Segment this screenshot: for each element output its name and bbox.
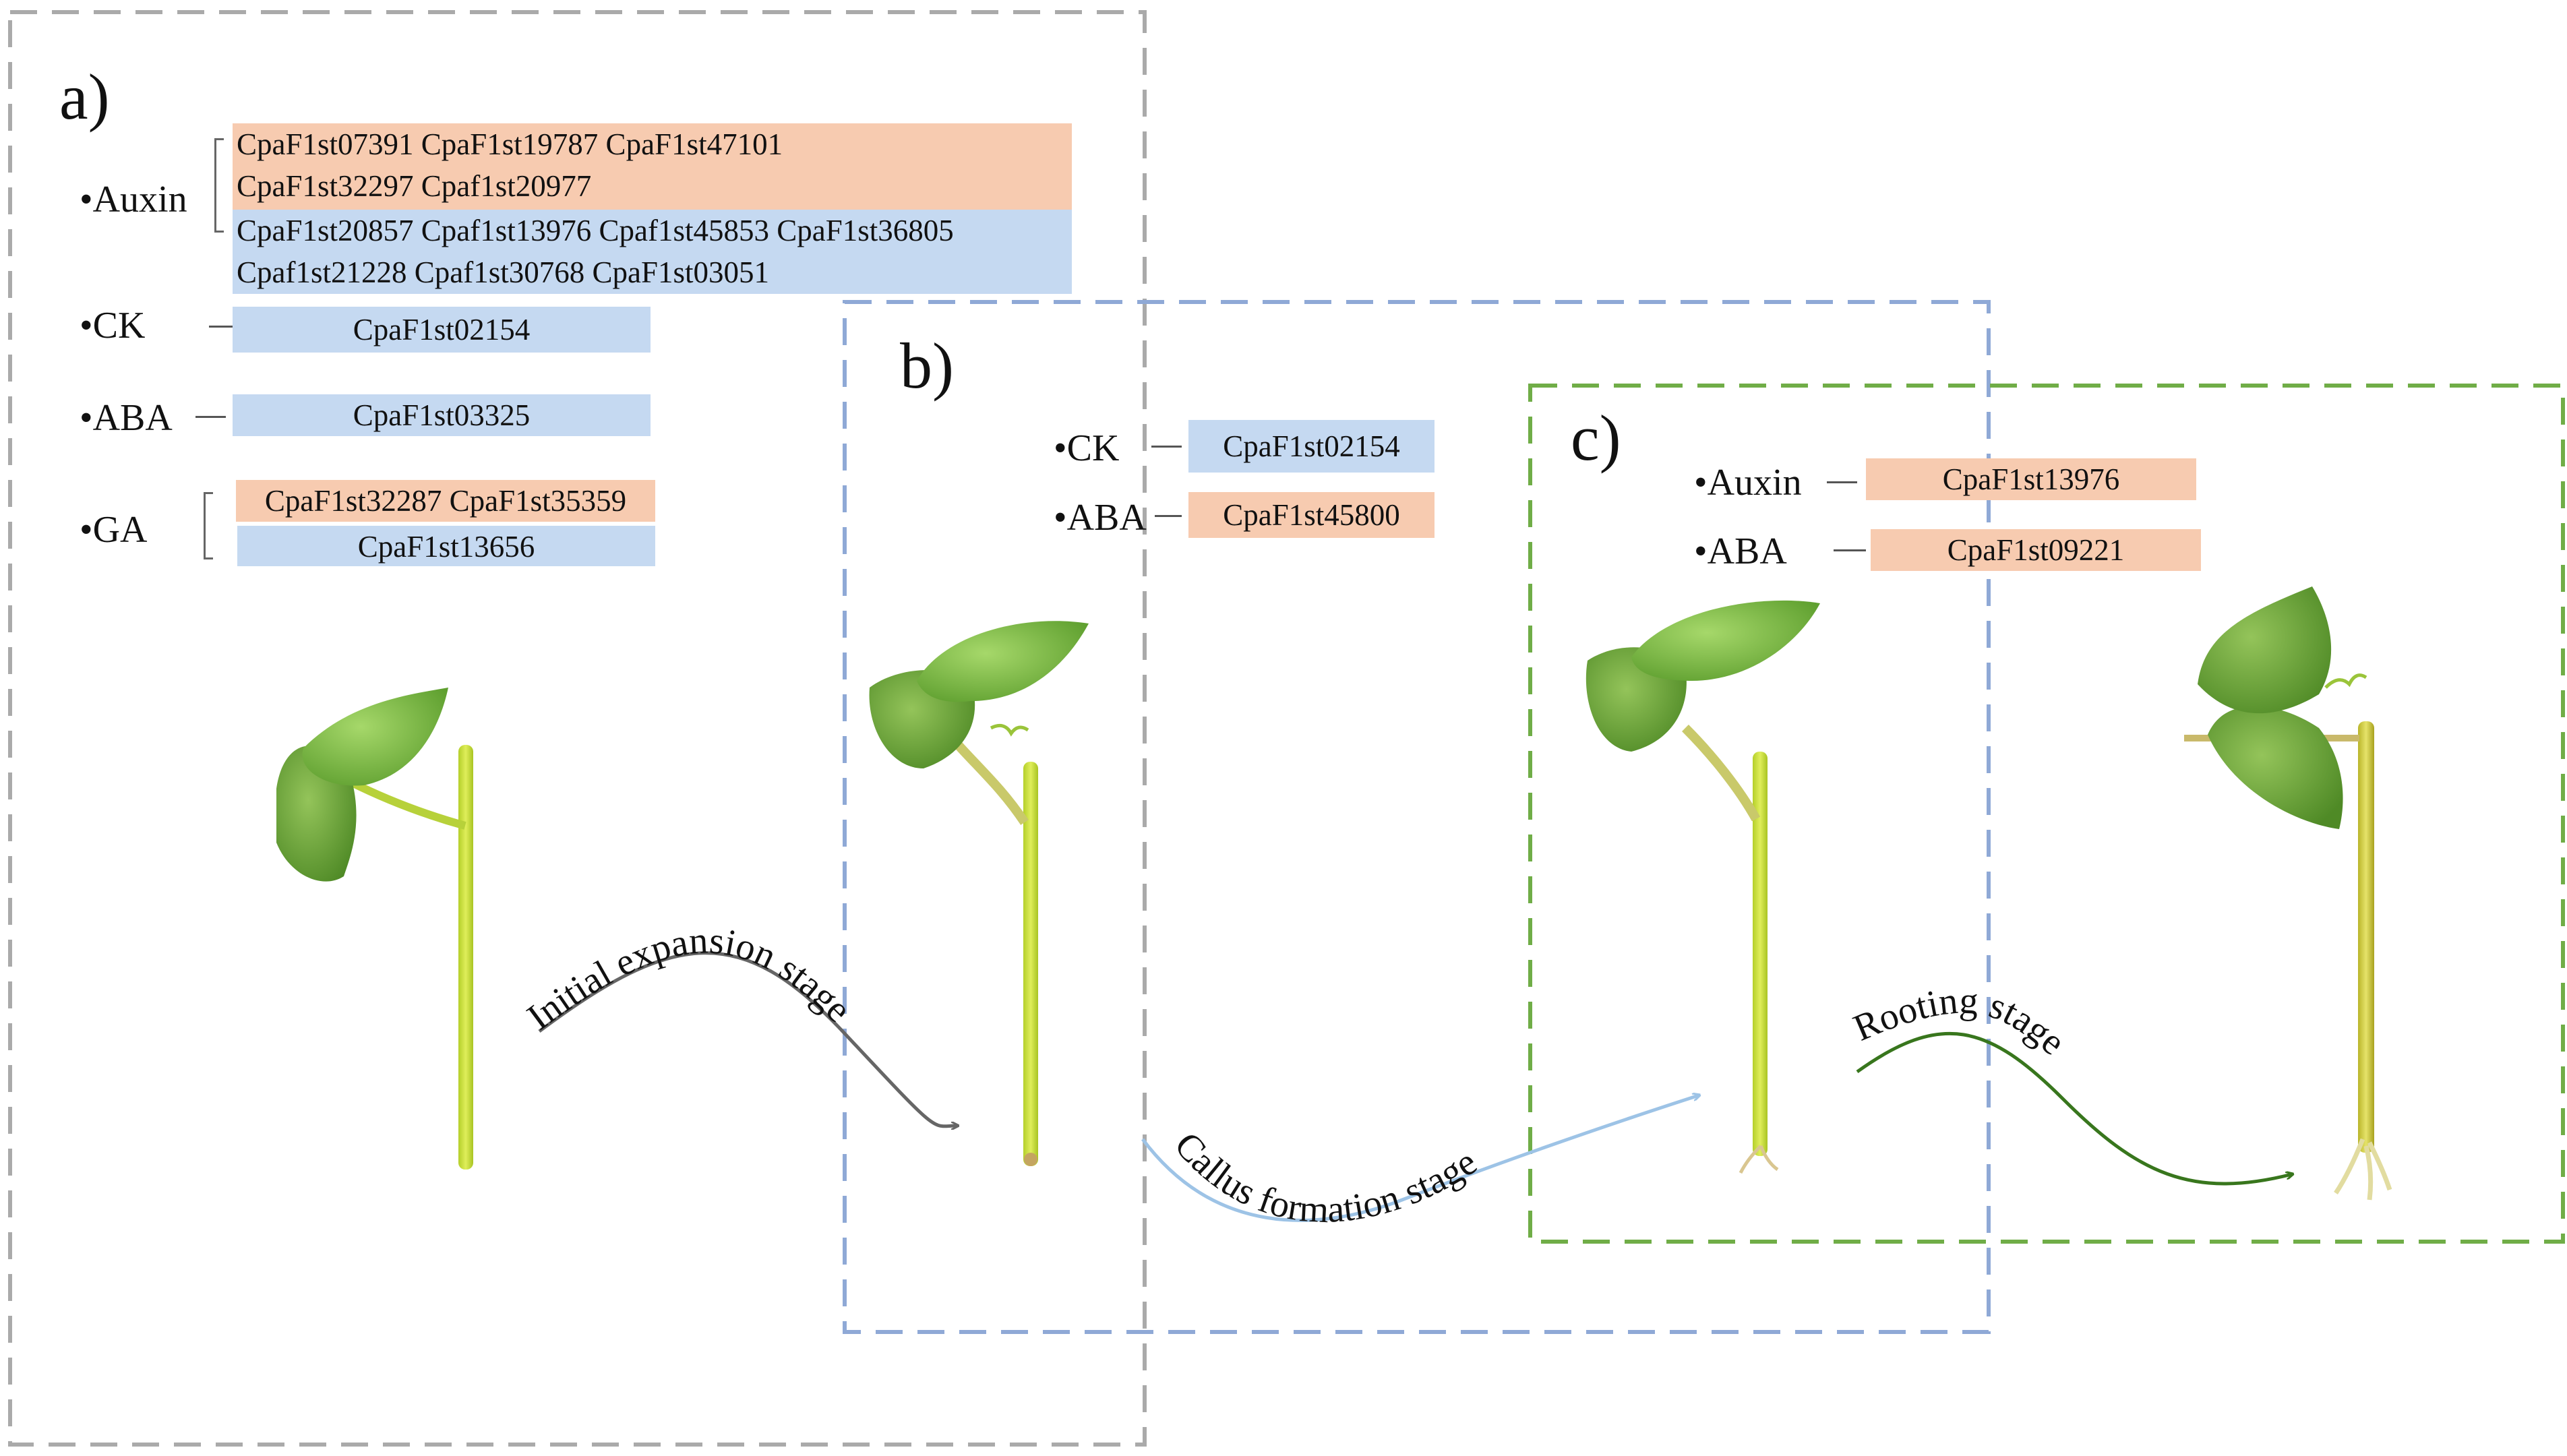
stage-label-initial: Initial expansion stage xyxy=(520,919,859,1038)
panel-a-aba-gene: CpaF1st03325 xyxy=(233,394,651,436)
panel-c-box xyxy=(1528,384,2565,1244)
panel-a-box xyxy=(8,10,1147,1447)
panel-a-label: a) xyxy=(59,61,110,133)
panel-a-auxin-down-line1: CpaF1st20857 Cpaf1st13976 Cpaf1st45853 C… xyxy=(237,214,954,247)
arrow-rooting xyxy=(1856,1032,2292,1186)
panel-a-auxin-down-line2: Cpaf1st21228 Cpaf1st30768 CpaF1st03051 xyxy=(237,255,770,289)
stage-label-callus: Callus formation stage xyxy=(1166,1124,1484,1232)
panel-c-auxin-label: •Auxin xyxy=(1694,462,1802,504)
arrow-initial-expansion xyxy=(538,951,957,1126)
plant-cutting-b xyxy=(869,621,1089,1166)
panel-a-ga-down-gene: CpaF1st13656 xyxy=(237,526,655,566)
panel-b-label: b) xyxy=(900,330,954,402)
panel-a-auxin-down-genes: CpaF1st20857 Cpaf1st13976 Cpaf1st45853 C… xyxy=(233,210,1072,294)
panel-a-ga-bracket xyxy=(204,492,213,559)
panel-c-aba-label: •ABA xyxy=(1694,530,1787,572)
arrow-callus-formation xyxy=(1141,1095,1699,1222)
panel-c-aba-connector xyxy=(1834,549,1866,551)
panel-c-aba-gene: CpaF1st09221 xyxy=(1871,529,2201,571)
panel-b-aba-connector xyxy=(1155,515,1182,517)
panel-a-ga-label: •GA xyxy=(80,509,148,551)
panel-c-label: c) xyxy=(1571,402,1621,474)
panel-b-ck-connector xyxy=(1151,446,1182,448)
panel-a-ck-connector xyxy=(209,326,233,328)
panel-b-aba-gene: CpaF1st45800 xyxy=(1188,492,1434,538)
panel-a-auxin-up-genes: CpaF1st07391 CpaF1st19787 CpaF1st47101 C… xyxy=(233,123,1072,210)
panel-a-ga-up-gene: CpaF1st32287 CpaF1st35359 xyxy=(236,480,655,522)
panel-c-auxin-gene: CpaF1st13976 xyxy=(1866,458,2196,500)
panel-a-auxin-up-line1: CpaF1st07391 CpaF1st19787 CpaF1st47101 xyxy=(237,127,783,161)
panel-a-ck-gene: CpaF1st02154 xyxy=(233,307,651,353)
plant-cutting-c1 xyxy=(1586,600,1820,1174)
panel-a-aba-connector xyxy=(195,416,226,418)
panel-a-ck-label: •CK xyxy=(80,305,146,346)
panel-a-auxin-bracket xyxy=(214,138,224,233)
panel-a-auxin-label: •Auxin xyxy=(80,179,187,220)
plant-cutting-a xyxy=(276,688,473,1170)
panel-a-aba-label: •ABA xyxy=(80,397,173,439)
panel-a-auxin-up-line2: CpaF1st32297 Cpaf1st20977 xyxy=(237,169,592,203)
panel-c-auxin-connector xyxy=(1827,481,1857,483)
plant-cutting-c2 xyxy=(2184,586,2392,1201)
panel-b-ck-label: •CK xyxy=(1054,427,1120,469)
stage-label-rooting: Rooting stage xyxy=(1848,979,2073,1063)
panel-b-ck-gene: CpaF1st02154 xyxy=(1188,420,1434,473)
panel-b-aba-label: •ABA xyxy=(1054,497,1147,539)
